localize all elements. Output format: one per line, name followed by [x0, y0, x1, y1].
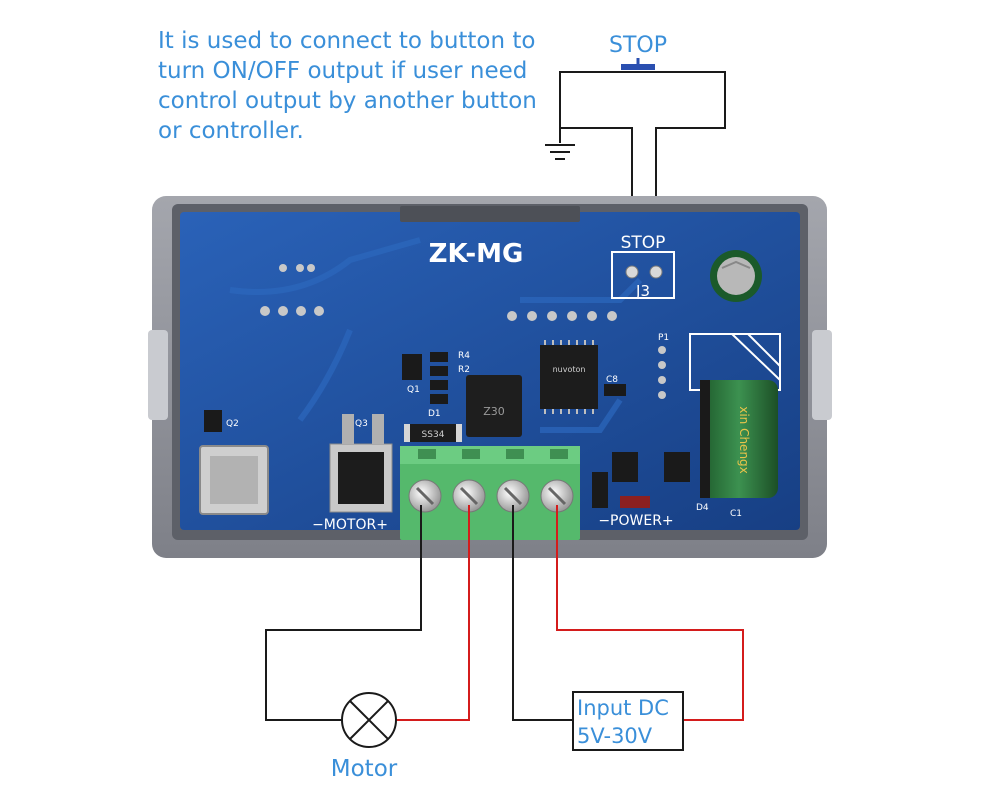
input-dc-box: Input DC 5V-30V [572, 691, 684, 751]
inductor: Z30 [466, 375, 522, 437]
motor-terminal-label: −MOTOR+ [312, 517, 388, 533]
capacitor-small [710, 250, 762, 302]
ground-icon [545, 144, 575, 160]
capacitor-text: xin Chengx [737, 406, 751, 474]
label-c1: C1 [730, 509, 742, 519]
mosfet-q3 [329, 414, 393, 513]
note-line-2: turn ON/OFF output if user need [158, 58, 527, 84]
label-d4: D4 [696, 503, 709, 513]
terminal-block [400, 446, 580, 540]
power-terminal-label: −POWER+ [598, 513, 673, 529]
stop-label: STOP [609, 33, 667, 58]
diode-code: SS34 [422, 430, 445, 440]
lamp-icon [341, 692, 397, 748]
chip-brand: nuvoton [553, 365, 586, 374]
label-r2: R2 [458, 365, 470, 375]
note-line-4: or controller. [158, 118, 304, 144]
label-p1: P1 [658, 333, 669, 343]
diode-d1: SS34 [404, 424, 462, 442]
microcontroller-chip: nuvoton [540, 340, 598, 414]
label-q1: Q1 [407, 385, 420, 395]
board-module: ZK-MG STOP J3 [148, 196, 832, 558]
label-q2: Q2 [226, 419, 239, 429]
pushbutton-icon [608, 58, 672, 73]
label-r4: R4 [458, 351, 470, 361]
label-c8: C8 [606, 375, 618, 385]
capacitor-c1: xin Chengx [700, 380, 778, 498]
note-line-3: control output by another button [158, 88, 537, 114]
note-line-1: It is used to connect to button to [158, 28, 535, 54]
stop-wires [559, 71, 726, 272]
input-dc-line-2: 5V-30V [577, 724, 653, 748]
input-dc-line-1: Input DC [577, 696, 669, 720]
motor-power-wires [265, 505, 744, 721]
board-model: ZK-MG [429, 239, 524, 269]
label-d1: D1 [428, 409, 441, 419]
label-q3: Q3 [355, 419, 368, 429]
inductor-code: Z30 [483, 405, 505, 418]
board-stop-label: STOP [621, 233, 666, 253]
motor-caption: Motor [331, 756, 398, 782]
connector-label: J3 [635, 282, 650, 300]
